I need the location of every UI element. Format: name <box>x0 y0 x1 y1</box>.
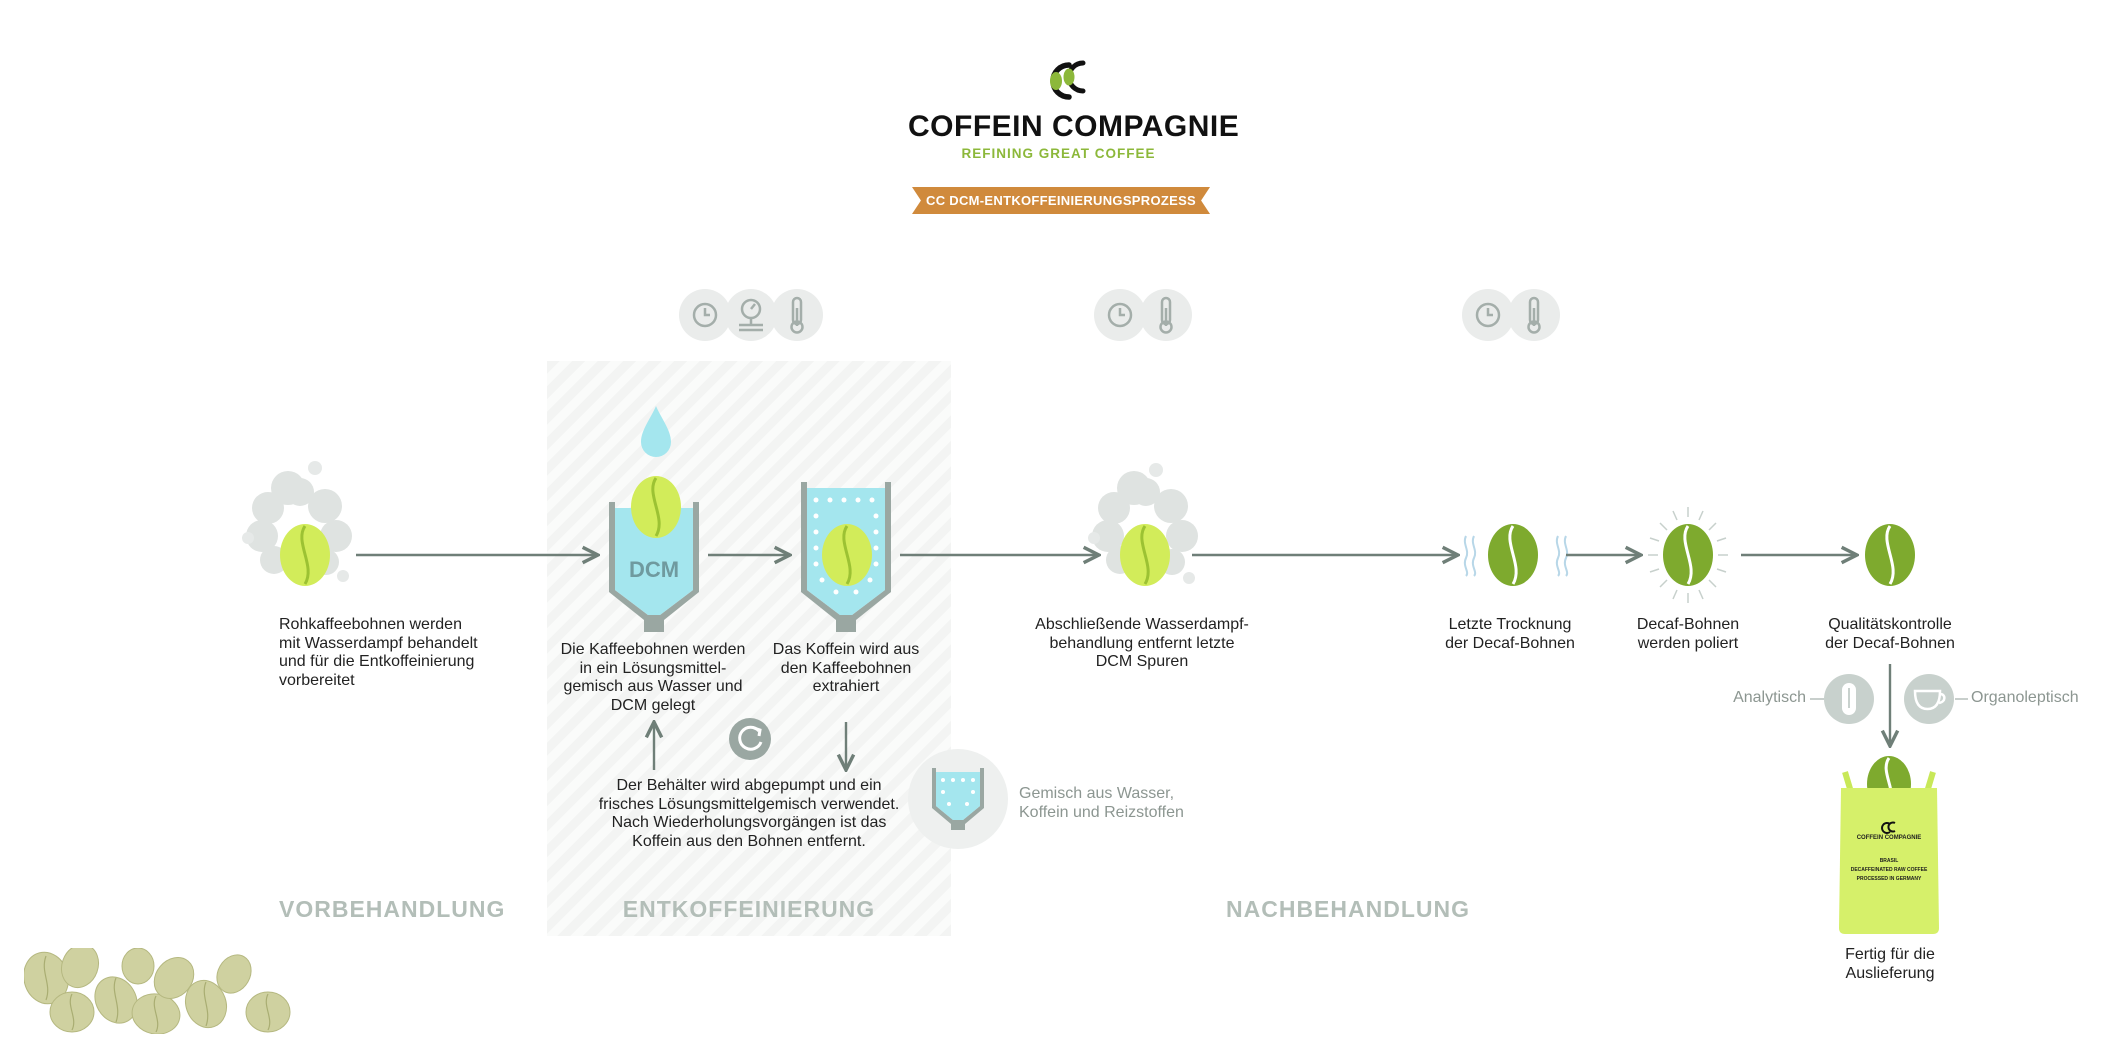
step-delivery-text: Fertig für die Auslieferung <box>1800 946 1980 983</box>
phase-label-pretreatment: VORBEHANDLUNG <box>279 896 505 923</box>
step-quality-text: Qualitätskontrolle der Decaf-Bohnen <box>1800 616 1980 653</box>
bag-origin: BRASIL <box>1833 858 1945 864</box>
cycle-text: Der Behälter wird abgepumpt und ein fris… <box>584 777 914 851</box>
bag-logo-icon <box>1881 822 1897 834</box>
bag-product: DECAFFEINATED RAW COFFEE <box>1833 867 1945 873</box>
qc-analytic-label: Analytisch <box>1700 689 1806 708</box>
byproduct-text: Gemisch aus Wasser, Koffein und Reizstof… <box>1019 785 1219 822</box>
byproduct-mixture-icon <box>907 748 1009 850</box>
step-pretreatment-text: Rohkaffeebohnen werden mit Wasserdampf b… <box>279 616 509 690</box>
step-dcm-bath-text: Die Kaffeebohnen werden in ein Lösungsmi… <box>550 641 756 715</box>
analytic-test-icon <box>1824 674 1874 724</box>
phase-label-decaffeination: ENTKOFFEINIERUNG <box>547 896 951 923</box>
bag-brand: COFFEIN COMPAGNIE <box>1833 835 1945 841</box>
phase-label-posttreatment: NACHBEHANDLUNG <box>1226 896 1470 923</box>
delivery-bag: COFFEIN COMPAGNIE BRASIL DECAFFEINATED R… <box>1833 748 1945 936</box>
cup-icon <box>1904 674 1954 724</box>
step-drying-text: Letzte Trocknung der Decaf-Bohnen <box>1420 616 1600 653</box>
raw-beans-photo <box>24 948 304 1034</box>
step-polishing-text: Decaf-Bohnen werden poliert <box>1600 616 1776 653</box>
qc-organoleptic-label: Organoleptisch <box>1971 689 2091 708</box>
step-extraction-text: Das Koffein wird aus den Kaffeebohnen ex… <box>760 641 932 697</box>
refresh-cycle-icon <box>729 718 771 760</box>
bag-processing: PROCESSED IN GERMANY <box>1833 876 1945 882</box>
step-final-steam-text: Abschließende Wasserdampf- behandlung en… <box>1026 616 1258 672</box>
